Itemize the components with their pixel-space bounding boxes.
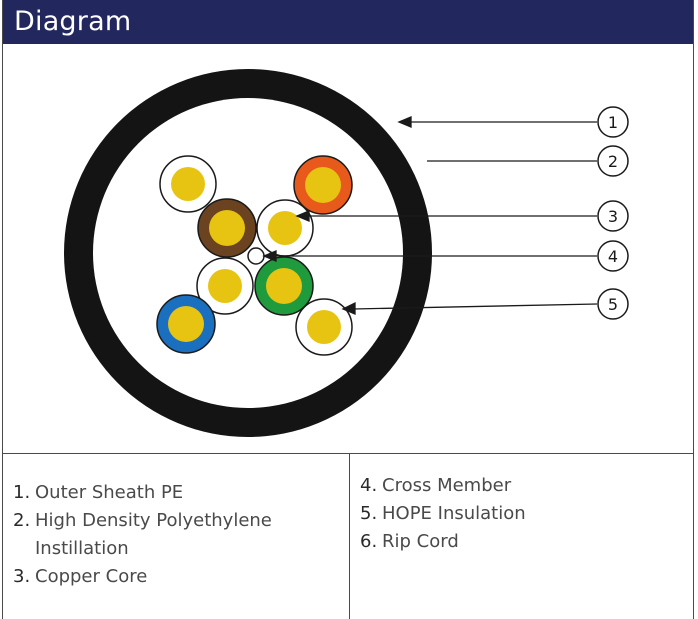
callout-3: 3 [597, 200, 629, 232]
legend-number: 4. [360, 475, 378, 496]
legend-label: Rip Cord [382, 531, 459, 552]
conductor-brown [197, 198, 257, 258]
legend-item: 2. High Density Polyethylene Instillatio… [13, 507, 333, 563]
conductor-orange [293, 155, 353, 215]
legend-number: 6. [360, 531, 378, 552]
legend-item: 3. Copper Core [13, 563, 333, 591]
svg-text:5: 5 [608, 295, 618, 314]
legend-number: 5. [360, 503, 378, 524]
legend-item: 4. Cross Member [360, 472, 680, 500]
legend-label: Cross Member [382, 475, 512, 496]
cable-diagram-svg: 1 2 3 4 5 [64, 69, 629, 437]
rip-cord [247, 247, 265, 265]
legend-item: 1. Outer Sheath PE [13, 479, 333, 507]
conductor-white-bottom-right [295, 298, 353, 356]
legend-label: Copper Core [35, 566, 148, 587]
legend-number: 1. [13, 482, 31, 503]
legend-divider [349, 454, 350, 619]
callout-1: 1 [597, 106, 629, 138]
legend-number: 3. [13, 566, 31, 587]
legend-label: HOPE Insulation [382, 503, 526, 524]
legend-label: High Density Polyethylene Instillation [35, 510, 272, 559]
legend-label: Outer Sheath PE [35, 482, 184, 503]
svg-text:4: 4 [608, 247, 618, 266]
legend-column-right: 4. Cross Member 5. HOPE Insulation 6. Ri… [360, 472, 680, 556]
legend: 1. Outer Sheath PE 2. High Density Polye… [3, 454, 693, 619]
conductor-green [254, 256, 314, 316]
callout-2: 2 [597, 145, 629, 177]
svg-text:2: 2 [608, 152, 618, 171]
cable-cross-section-figure: 1 2 3 4 5 [3, 44, 693, 454]
legend-item: 5. HOPE Insulation [360, 500, 680, 528]
conductor-white-top-left [159, 155, 217, 213]
panel-header: Diagram [3, 0, 693, 44]
svg-text:1: 1 [608, 113, 618, 132]
legend-column-left: 1. Outer Sheath PE 2. High Density Polye… [13, 479, 333, 591]
legend-number: 2. [13, 510, 31, 531]
conductor-white-center-left [196, 257, 254, 315]
leader-lines [262, 116, 598, 315]
callout-4: 4 [597, 240, 629, 272]
callout-5: 5 [597, 288, 629, 320]
legend-item: 6. Rip Cord [360, 528, 680, 556]
svg-text:3: 3 [608, 207, 618, 226]
conductor-white-center-right [256, 199, 314, 257]
page-title: Diagram [14, 6, 132, 37]
conductor-blue [156, 294, 216, 354]
